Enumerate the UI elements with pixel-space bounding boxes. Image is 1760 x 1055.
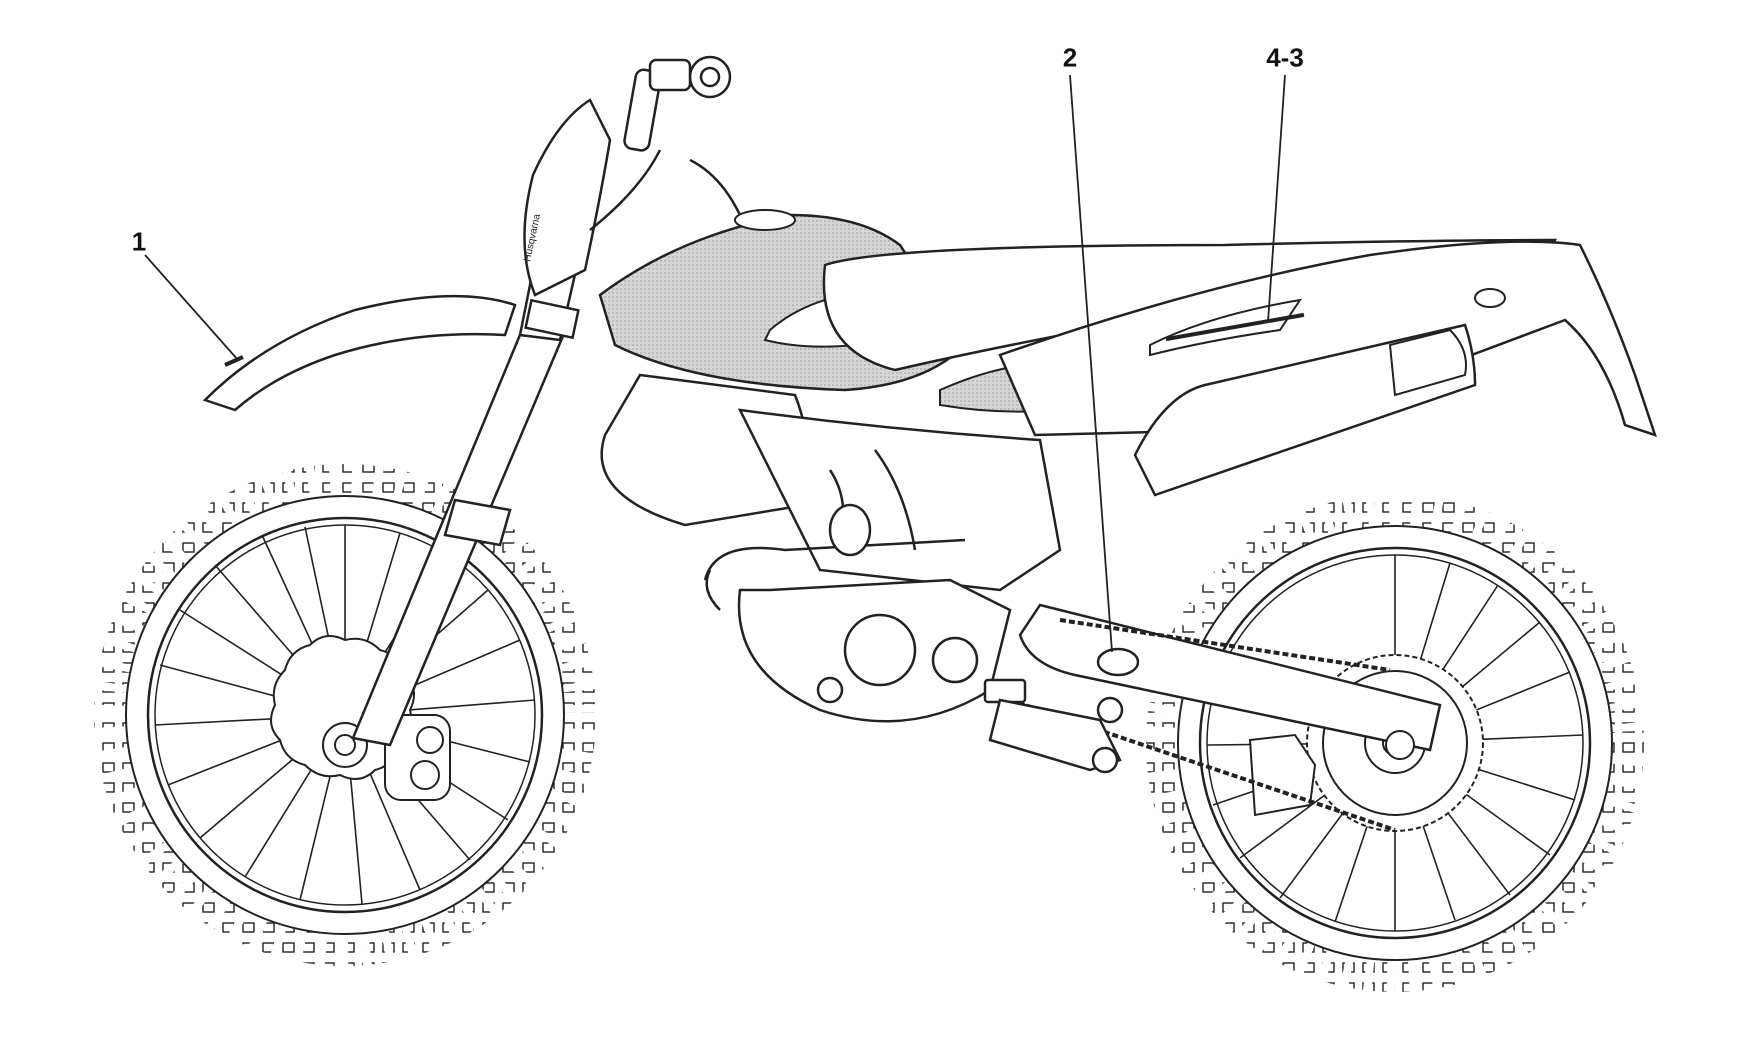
tail-light xyxy=(1474,288,1506,308)
exhaust-muffler xyxy=(1133,323,1477,497)
handlebar xyxy=(589,55,752,241)
swingarm-decal-marker xyxy=(1096,647,1140,677)
callout-label-swingarm: 2 xyxy=(1062,42,1078,73)
front-fender xyxy=(202,294,517,412)
leader-line-1 xyxy=(144,254,239,361)
callout-label-side-panel: 4-3 xyxy=(1266,42,1304,73)
front-wheel xyxy=(94,464,596,966)
leader-line-4-3 xyxy=(1267,74,1286,323)
headlight-mask: Husqvarna xyxy=(522,98,612,297)
frame-and-engine xyxy=(600,373,1062,723)
leader-lines xyxy=(144,74,1286,653)
footpeg-and-linkage xyxy=(983,678,1124,774)
callout-label-front-fender: 1 xyxy=(131,226,147,257)
swingarm xyxy=(1018,603,1442,760)
leader-line-2 xyxy=(1069,74,1113,653)
